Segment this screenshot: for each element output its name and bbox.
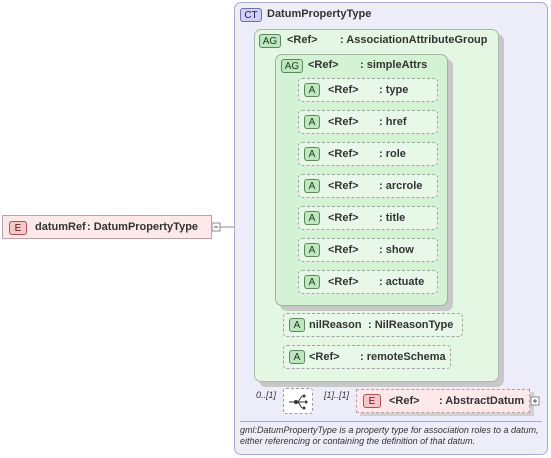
attribute-type[interactable]: A <Ref> : type	[298, 78, 438, 102]
attribute-name: nilReason	[309, 319, 362, 331]
attribute-ref: <Ref>	[328, 148, 359, 160]
attribute-type: : NilReasonType	[368, 319, 454, 331]
choice-icon	[289, 394, 308, 410]
root-element-datumref[interactable]: E datumRef : DatumPropertyType	[2, 215, 212, 239]
abstract-datum-cardinality: [1]..[1]	[324, 390, 350, 400]
attribute-ref: <Ref>	[309, 351, 340, 363]
attribute-name: : type	[379, 84, 409, 96]
element-badge: E	[9, 221, 27, 235]
attribute-show[interactable]: A <Ref> : show	[298, 238, 438, 262]
attribute-badge: A	[304, 179, 320, 193]
inner-group-badge: AG	[281, 59, 303, 73]
attribute-nilreason[interactable]: A nilReason : NilReasonType	[283, 313, 463, 337]
attribute-ref: <Ref>	[328, 276, 359, 288]
element-name: : AbstractDatum	[439, 395, 525, 407]
complex-type-name: DatumPropertyType	[267, 8, 372, 20]
outer-group-badge: AG	[259, 34, 281, 48]
attribute-badge: A	[304, 147, 320, 161]
inner-group-name: : simpleAttrs	[360, 59, 428, 71]
attribute-name: : href	[379, 116, 407, 128]
root-element-name: datumRef	[35, 221, 86, 233]
attribute-ref: <Ref>	[328, 244, 359, 256]
attribute-name: : show	[379, 244, 414, 256]
attribute-badge: A	[304, 83, 320, 97]
attribute-href[interactable]: A <Ref> : href	[298, 110, 438, 134]
attribute-badge: A	[304, 243, 320, 257]
outer-group-name: : AssociationAttributeGroup	[340, 34, 488, 46]
attribute-title[interactable]: A <Ref> : title	[298, 206, 438, 230]
attribute-badge: A	[304, 115, 320, 129]
attribute-name: : actuate	[379, 276, 425, 288]
choice-cardinality: 0..[1]	[256, 390, 277, 400]
attribute-ref: <Ref>	[328, 84, 359, 96]
attribute-badge: A	[304, 275, 320, 289]
attribute-actuate[interactable]: A <Ref> : actuate	[298, 270, 438, 294]
inner-group-ref: <Ref>	[308, 59, 339, 71]
element-badge: E	[363, 394, 381, 408]
choice-compositor[interactable]	[283, 388, 313, 414]
documentation-divider	[240, 421, 542, 422]
attribute-ref: <Ref>	[328, 212, 359, 224]
attribute-name: : remoteSchema	[360, 351, 446, 363]
attribute-ref: <Ref>	[328, 116, 359, 128]
attribute-badge: A	[289, 350, 305, 364]
attribute-badge: A	[289, 318, 305, 332]
element-ref: <Ref>	[389, 395, 420, 407]
outer-group-ref: <Ref>	[287, 34, 318, 46]
attribute-role[interactable]: A <Ref> : role	[298, 142, 438, 166]
root-element-type: : DatumPropertyType	[87, 221, 199, 233]
attribute-name: : title	[379, 212, 406, 224]
attribute-name: : role	[379, 148, 406, 160]
complex-type-badge: CT	[240, 8, 262, 22]
documentation-text: gml:DatumPropertyType is a property type…	[240, 425, 539, 446]
attribute-ref: <Ref>	[328, 180, 359, 192]
attribute-name: : arcrole	[379, 180, 423, 192]
attribute-remoteschema[interactable]: A <Ref> : remoteSchema	[283, 345, 451, 369]
attribute-badge: A	[304, 211, 320, 225]
attribute-arcrole[interactable]: A <Ref> : arcrole	[298, 174, 438, 198]
element-abstract-datum[interactable]: E <Ref> : AbstractDatum	[356, 389, 530, 413]
